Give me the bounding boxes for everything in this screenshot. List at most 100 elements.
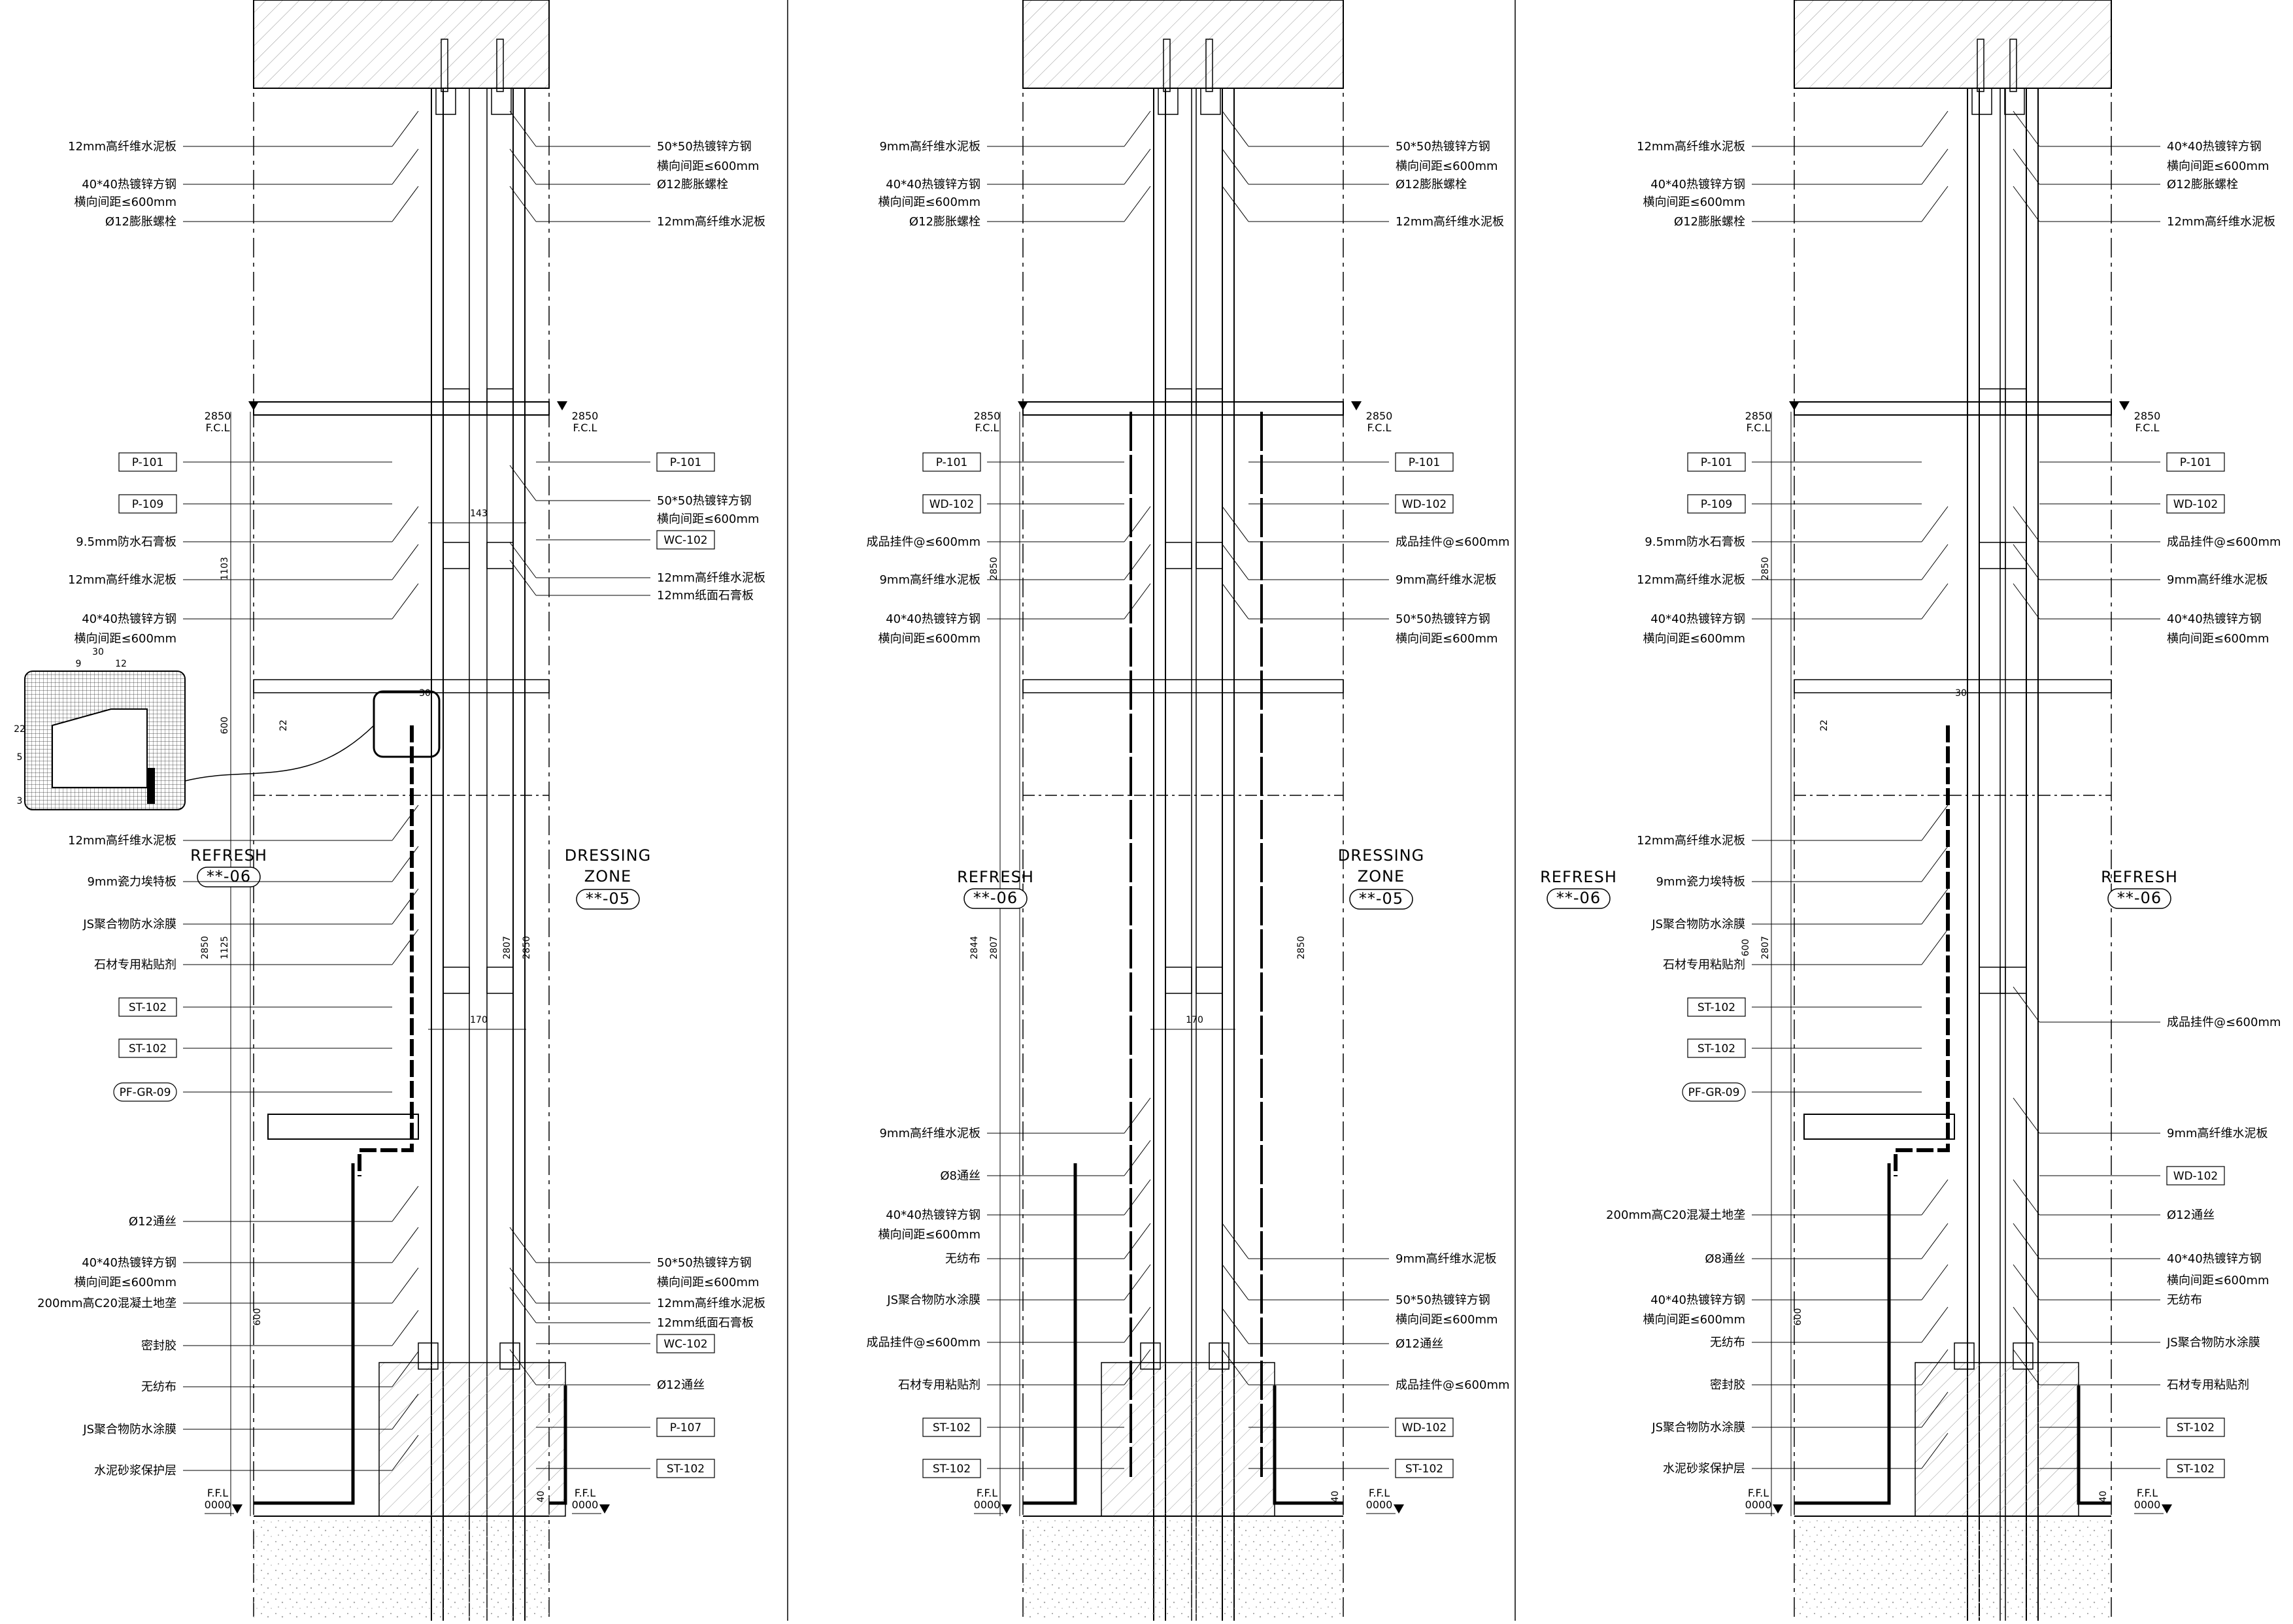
dimension-value: 600 bbox=[1741, 939, 1751, 957]
section-s3: 2850F.C.LF.F.L00002850F.C.LF.F.L0000REFR… bbox=[1515, 0, 2281, 1621]
leader-line bbox=[392, 544, 419, 580]
material-tag: PF-GR-09 bbox=[1688, 1086, 1740, 1099]
annotation-label: 40*40热镀锌方钢 bbox=[82, 178, 176, 191]
fcl-value-right: 2850 bbox=[572, 410, 599, 422]
ffl-value-right: 0000 bbox=[2134, 1499, 2161, 1511]
waterproof-membrane bbox=[1023, 1163, 1077, 1505]
leader-line bbox=[1921, 1264, 1949, 1301]
annotation-label: 50*50热镀锌方钢 bbox=[657, 1256, 752, 1270]
material-tag-box bbox=[118, 997, 177, 1017]
material-tag-box bbox=[1395, 494, 1454, 514]
zone-code-bubble bbox=[576, 889, 640, 910]
material-tag-box bbox=[2166, 494, 2225, 514]
ffl-label-right: F.F.L bbox=[575, 1487, 595, 1499]
zone-tag: REFRESH**-06 bbox=[957, 868, 1033, 909]
leader-line bbox=[1921, 583, 1949, 620]
leader-line bbox=[509, 1227, 537, 1263]
dimension-value: 2850 bbox=[200, 936, 210, 959]
leader-line bbox=[1222, 186, 1249, 222]
annotation-label: 40*40热镀锌方钢 bbox=[82, 1256, 176, 1270]
steel-tube bbox=[1158, 88, 1179, 115]
zone-code: **-06 bbox=[973, 889, 1018, 907]
annotation-label: 50*50热镀锌方钢 bbox=[657, 494, 752, 508]
annotation-label: 横向间距≤600mm bbox=[1643, 1313, 1745, 1327]
zone-code: **-06 bbox=[2117, 889, 2162, 907]
level-marker-icon bbox=[2119, 401, 2130, 410]
dimension-value: 170 bbox=[470, 1015, 488, 1025]
steel-tube bbox=[1165, 967, 1192, 994]
dimension-value: 30 bbox=[419, 688, 431, 699]
annotation-label: 12mm纸面石膏板 bbox=[657, 1316, 754, 1330]
annotation-label: 横向间距≤600mm bbox=[1396, 632, 1498, 646]
zone-tag: REFRESH**-06 bbox=[1540, 868, 1616, 909]
material-tag: WC-102 bbox=[663, 1338, 707, 1351]
material-tag: ST-102 bbox=[1698, 1001, 1735, 1014]
annotation-label: 横向间距≤600mm bbox=[657, 1276, 760, 1289]
leader-line bbox=[1921, 846, 1949, 882]
section-s2: 2850F.C.LF.F.L00002850F.C.LF.F.L0000REFR… bbox=[787, 0, 1510, 1621]
annotation-label: 横向间距≤600mm bbox=[2167, 159, 2269, 173]
annotation-label: 12mm高纤维水泥板 bbox=[1637, 573, 1745, 587]
annotation-label: 石材专用粘贴剂 bbox=[94, 958, 176, 972]
material-tag-box bbox=[1687, 997, 1746, 1017]
annotation-label: 横向间距≤600mm bbox=[1643, 195, 1745, 209]
stone-sill bbox=[267, 1114, 419, 1140]
zone-code: **-05 bbox=[1359, 889, 1403, 908]
annotation-label: 水泥砂浆保护层 bbox=[1663, 1462, 1745, 1476]
annotation-label: Ø12膨胀螺栓 bbox=[2167, 178, 2238, 191]
material-tag: ST-102 bbox=[667, 1463, 705, 1476]
leader-line bbox=[1124, 1349, 1151, 1385]
steel-tube bbox=[435, 88, 456, 115]
leader-line bbox=[392, 148, 419, 185]
zone-code-bubble bbox=[1547, 888, 1611, 909]
ffl-value-left: 0000 bbox=[1745, 1499, 1772, 1511]
material-tag-box bbox=[922, 1417, 981, 1437]
annotation-label: 50*50热镀锌方钢 bbox=[1396, 612, 1490, 626]
material-tag: ST-102 bbox=[933, 1421, 971, 1434]
zone-name-2: ZONE bbox=[584, 867, 631, 886]
annotation-label: 12mm高纤维水泥板 bbox=[657, 215, 765, 229]
leader-line bbox=[1921, 888, 1949, 925]
floor-slab bbox=[1023, 1516, 1343, 1621]
dimension-value: 2850 bbox=[522, 936, 532, 959]
zone-name: DRESSING bbox=[1338, 846, 1424, 865]
leader-line bbox=[1124, 1140, 1151, 1176]
annotation-label: 横向间距≤600mm bbox=[74, 632, 176, 646]
dimension-value: 22 bbox=[278, 720, 289, 731]
stone-cladding bbox=[1894, 725, 1950, 1176]
material-tag-box bbox=[1687, 452, 1746, 472]
base-bolt bbox=[2013, 1342, 2034, 1370]
annotation-label: 9mm高纤维水泥板 bbox=[1396, 1252, 1497, 1266]
leader-line bbox=[2013, 1223, 2040, 1259]
leader-line bbox=[1921, 1433, 1949, 1469]
leader-line bbox=[1124, 583, 1151, 620]
annotation-label: 40*40热镀锌方钢 bbox=[82, 612, 176, 626]
leader-line bbox=[1124, 1179, 1151, 1216]
fcl-value-left: 2850 bbox=[1745, 410, 1772, 422]
material-tag: ST-102 bbox=[2177, 1421, 2215, 1434]
concrete-curb bbox=[1915, 1362, 2079, 1517]
steel-tube bbox=[2000, 967, 2027, 994]
base-bolt bbox=[1954, 1342, 1975, 1370]
annotation-label: 成品挂件@≤600mm bbox=[1396, 535, 1510, 549]
material-tag-box bbox=[2166, 452, 2225, 472]
material-tag: WD-102 bbox=[929, 498, 974, 511]
annotation-label: Ø12膨胀螺栓 bbox=[1674, 215, 1745, 229]
anchor-bolt bbox=[1163, 39, 1171, 92]
leader-line bbox=[1921, 110, 1949, 147]
annotation-label: 40*40热镀锌方钢 bbox=[886, 1208, 980, 1222]
level-marker-icon bbox=[557, 401, 567, 410]
steel-tube bbox=[1196, 388, 1223, 416]
material-tag: ST-102 bbox=[933, 1463, 971, 1476]
dimension-value: 40 bbox=[2098, 1491, 2109, 1502]
leader-line bbox=[2013, 986, 2040, 1023]
annotation-label: Ø12膨胀螺栓 bbox=[105, 215, 176, 229]
leader-line bbox=[1124, 506, 1151, 542]
leader-line bbox=[2013, 1179, 2040, 1216]
fcl-label-left: F.C.L bbox=[1747, 422, 1771, 434]
leader-line bbox=[1124, 544, 1151, 580]
steel-tube bbox=[1979, 388, 2006, 416]
leader-line bbox=[392, 110, 419, 147]
detail-profile bbox=[52, 708, 148, 788]
